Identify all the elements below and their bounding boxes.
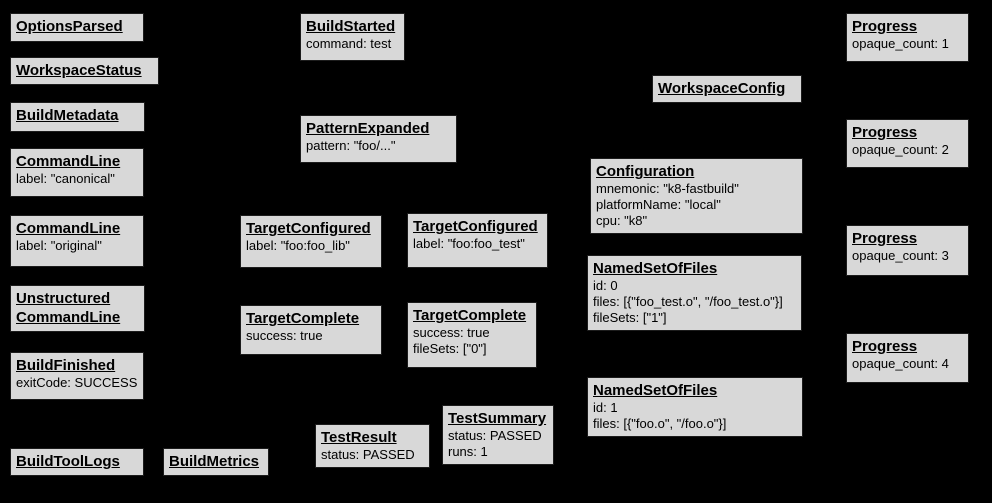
node-title-line-1: Unstructured xyxy=(16,290,111,307)
node-title: TargetComplete xyxy=(413,307,527,324)
node-progress-4: Progress opaque_count: 4 xyxy=(846,333,969,383)
node-title: Progress xyxy=(852,338,918,355)
node-build-started: BuildStarted command: test xyxy=(300,13,405,61)
node-progress-3: Progress opaque_count: 3 xyxy=(846,225,969,276)
node-attr: runs: 1 xyxy=(448,444,488,459)
node-title: Progress xyxy=(852,18,918,35)
node-attr: label: "foo:foo_lib" xyxy=(246,238,350,253)
node-attr: fileSets: ["1"] xyxy=(593,310,667,325)
node-command-line-original: CommandLine label: "original" xyxy=(10,215,144,267)
node-named-set-of-files-1: NamedSetOfFiles id: 1 files: [{"foo.o", … xyxy=(587,377,803,437)
node-title: TargetConfigured xyxy=(246,220,371,237)
node-attr: label: "original" xyxy=(16,238,102,253)
node-target-complete-foo-lib: TargetComplete success: true xyxy=(240,305,382,355)
node-title: BuildStarted xyxy=(306,18,396,35)
node-target-configured-foo-test: TargetConfigured label: "foo:foo_test" xyxy=(407,213,548,268)
node-title: BuildMetrics xyxy=(169,453,260,470)
node-attr: status: PASSED xyxy=(448,428,542,443)
node-unstructured-command-line: Unstructured CommandLine xyxy=(10,285,145,332)
node-options-parsed: OptionsParsed xyxy=(10,13,144,42)
node-test-summary: TestSummary status: PASSED runs: 1 xyxy=(442,405,554,465)
node-attr: success: true xyxy=(246,328,323,343)
node-title: NamedSetOfFiles xyxy=(593,260,718,277)
node-target-complete-foo-test: TargetComplete success: true fileSets: [… xyxy=(407,302,537,368)
node-title: Progress xyxy=(852,230,918,247)
node-attr: status: PASSED xyxy=(321,447,415,462)
node-title: WorkspaceConfig xyxy=(658,80,786,97)
node-test-result: TestResult status: PASSED xyxy=(315,424,430,468)
node-title: Progress xyxy=(852,124,918,141)
node-target-configured-foo-lib: TargetConfigured label: "foo:foo_lib" xyxy=(240,215,382,268)
node-title-line-2: CommandLine xyxy=(16,309,121,326)
node-attr: opaque_count: 2 xyxy=(852,142,949,157)
node-attr: label: "canonical" xyxy=(16,171,115,186)
node-title: TargetComplete xyxy=(246,310,360,327)
node-named-set-of-files-0: NamedSetOfFiles id: 0 files: [{"foo_test… xyxy=(587,255,802,331)
node-title: BuildMetadata xyxy=(16,107,119,124)
node-attr: mnemonic: "k8-fastbuild" xyxy=(596,181,739,196)
node-attr: label: "foo:foo_test" xyxy=(413,236,525,251)
node-title: TestResult xyxy=(321,429,397,446)
node-title: OptionsParsed xyxy=(16,18,123,35)
node-title: BuildFinished xyxy=(16,357,116,374)
node-attr: pattern: "foo/..." xyxy=(306,138,396,153)
node-build-metrics: BuildMetrics xyxy=(163,448,269,476)
node-title: CommandLine xyxy=(16,153,121,170)
node-command-line-canonical: CommandLine label: "canonical" xyxy=(10,148,144,197)
node-pattern-expanded: PatternExpanded pattern: "foo/..." xyxy=(300,115,457,163)
node-attr: platformName: "local" xyxy=(596,197,721,212)
node-attr: command: test xyxy=(306,36,392,51)
node-workspace-config: WorkspaceConfig xyxy=(652,75,802,103)
node-title: PatternExpanded xyxy=(306,120,430,137)
node-attr: opaque_count: 3 xyxy=(852,248,949,263)
node-attr: id: 1 xyxy=(593,400,618,415)
node-build-finished: BuildFinished exitCode: SUCCESS xyxy=(10,352,144,400)
node-attr: exitCode: SUCCESS xyxy=(16,375,138,390)
node-attr: opaque_count: 4 xyxy=(852,356,949,371)
node-attr: cpu: "k8" xyxy=(596,213,648,228)
node-attr: fileSets: ["0"] xyxy=(413,341,487,356)
node-title: WorkspaceStatus xyxy=(16,62,142,79)
node-configuration: Configuration mnemonic: "k8-fastbuild" p… xyxy=(590,158,803,234)
node-title: NamedSetOfFiles xyxy=(593,382,718,399)
node-attr: files: [{"foo_test.o", "/foo_test.o"}] xyxy=(593,294,783,309)
node-progress-2: Progress opaque_count: 2 xyxy=(846,119,969,168)
node-title: TargetConfigured xyxy=(413,218,538,235)
node-attr: id: 0 xyxy=(593,278,618,293)
node-progress-1: Progress opaque_count: 1 xyxy=(846,13,969,62)
node-title: Configuration xyxy=(596,163,695,180)
node-attr: opaque_count: 1 xyxy=(852,36,949,51)
node-build-tool-logs: BuildToolLogs xyxy=(10,448,144,476)
node-build-metadata: BuildMetadata xyxy=(10,102,145,132)
node-attr: success: true xyxy=(413,325,490,340)
node-title: TestSummary xyxy=(448,410,547,427)
node-title: CommandLine xyxy=(16,220,121,237)
node-title: BuildToolLogs xyxy=(16,453,120,470)
node-attr: files: [{"foo.o", "/foo.o"}] xyxy=(593,416,727,431)
node-workspace-status: WorkspaceStatus xyxy=(10,57,159,85)
